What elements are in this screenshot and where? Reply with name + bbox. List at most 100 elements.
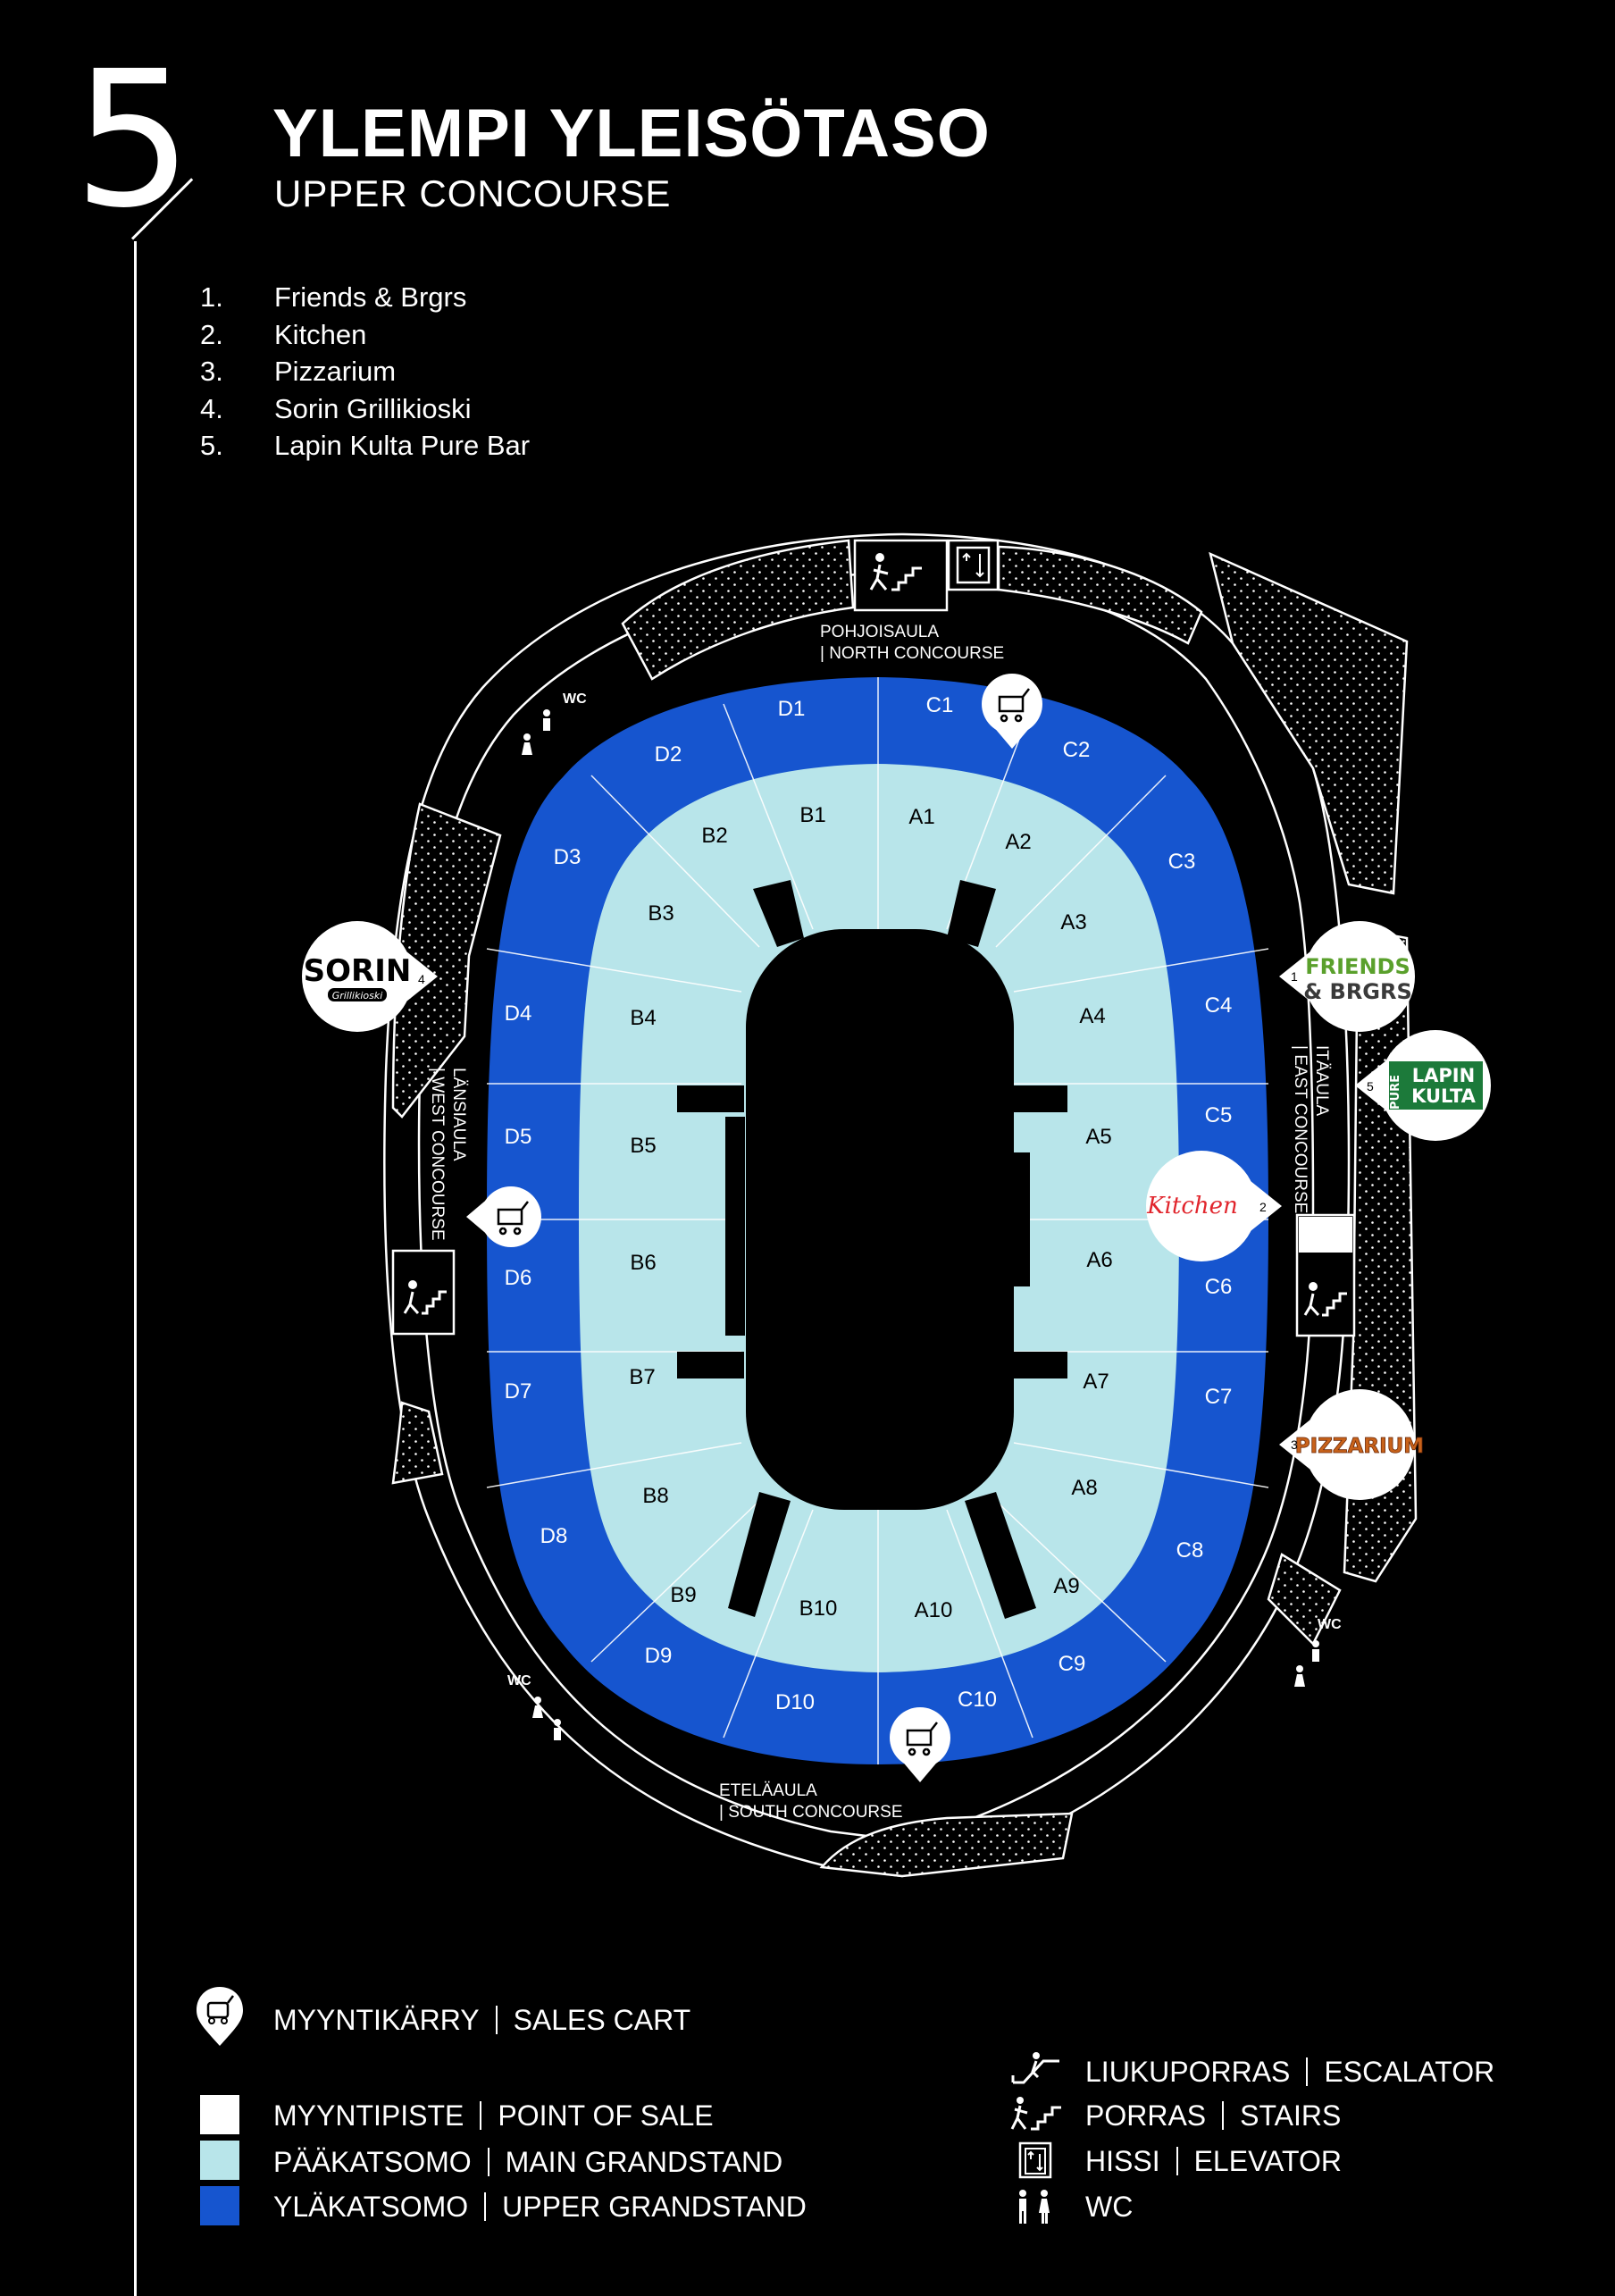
pizzarium-logo-text: PIZZARIUM [1295, 1435, 1424, 1458]
sales-cart-marker[interactable] [982, 674, 1042, 749]
north-concourse-label-en: | NORTH CONCOURSE [820, 644, 1004, 663]
section-label-d4: D4 [505, 1001, 532, 1026]
vendor-item: 5.Lapin Kulta Pure Bar [200, 430, 531, 461]
section-label-c2: C2 [1063, 738, 1091, 762]
legend-pos-swatch [200, 2095, 239, 2134]
lapin-logo-text: LAPIN [1412, 1065, 1475, 1086]
section-label-d1: D1 [778, 697, 806, 721]
friends-logo-text: FRIENDS [1305, 954, 1410, 979]
section-label-d5: D5 [505, 1125, 532, 1149]
section-label-c10: C10 [958, 1688, 997, 1712]
section-label-b7: B7 [629, 1365, 655, 1389]
sales-cart-marker[interactable] [890, 1707, 950, 1782]
west-concourse-label-en: | WEST CONCOURSE [428, 1068, 447, 1241]
section-label-d7: D7 [505, 1379, 532, 1404]
escalator-icon [1009, 2050, 1063, 2092]
section-label-c8: C8 [1176, 1538, 1204, 1563]
lapin-logo-side: PURE [1389, 1075, 1402, 1110]
legend-wc: WC [1085, 2191, 1134, 2223]
north-stairs-icon [853, 539, 949, 612]
section-label-b10: B10 [799, 1596, 838, 1621]
page-title: YLEMPI YLEISÖTASO [272, 96, 991, 172]
kitchen-badge-number: 2 [1259, 1200, 1267, 1214]
section-label-a8: A8 [1071, 1476, 1097, 1500]
pizzarium-badge-number: 3 [1291, 1437, 1298, 1452]
section-label-c1: C1 [926, 693, 954, 717]
sorin-logo-subtext: Grillikioski [332, 990, 383, 1001]
vendor-item: 2.Kitchen [200, 318, 367, 350]
vendor-item: 3.Pizzarium [200, 356, 397, 387]
section-label-a4: A4 [1079, 1004, 1105, 1028]
friends-logo-subtext: & BRGRS [1303, 979, 1412, 1004]
section-label-c4: C4 [1205, 993, 1233, 1018]
legend-main-swatch [200, 2141, 239, 2180]
section-label-b6: B6 [630, 1251, 656, 1275]
wc-label: WC [563, 691, 587, 707]
vendor-badge-pizzarium[interactable]: PIZZARIUM 3 [1279, 1389, 1425, 1500]
cart-icon [497, 1201, 529, 1236]
section-label-b9: B9 [670, 1583, 696, 1607]
section-label-d9: D9 [645, 1644, 673, 1668]
section-label-b2: B2 [701, 824, 727, 848]
south-concourse-label-en: | SOUTH CONCOURSE [719, 1803, 903, 1822]
building-outline [383, 532, 1351, 1878]
lapin-logo-subtext: KULTA [1411, 1085, 1477, 1107]
sidebar-line [134, 241, 137, 2296]
section-label-d2: D2 [655, 742, 682, 767]
section-label-b8: B8 [642, 1484, 668, 1508]
section-label-a1: A1 [908, 805, 934, 829]
section-label-a2: A2 [1005, 830, 1031, 854]
wc-label: WC [1318, 1617, 1342, 1632]
east-concourse-label-en: | EAST CONCOURSE [1291, 1045, 1310, 1213]
section-label-b4: B4 [630, 1006, 656, 1030]
section-label-a6: A6 [1086, 1248, 1112, 1272]
section-label-b1: B1 [799, 803, 825, 827]
vendor-item: 4.Sorin Grillikioski [200, 392, 472, 424]
vendor-badge-friends[interactable]: FRIENDS & BRGRS 1 [1279, 921, 1415, 1032]
legend-sales-cart-icon [195, 1985, 245, 2052]
section-label-a3: A3 [1060, 910, 1086, 934]
sorin-logo-text: SORIN [304, 953, 412, 989]
cart-icon [998, 688, 1030, 723]
east-concourse-label-fi: ITÄAULA [1312, 1045, 1331, 1117]
cart-icon [906, 1722, 938, 1756]
section-label-a7: A7 [1083, 1370, 1109, 1394]
wc-icons [522, 709, 1319, 1740]
section-label-b5: B5 [630, 1134, 656, 1158]
page-subtitle: UPPER CONCOURSE [274, 172, 672, 214]
section-label-b3: B3 [648, 901, 674, 926]
vendor-badge-sorin[interactable]: SORIN Grillikioski 4 [302, 921, 438, 1032]
section-label-d10: D10 [775, 1690, 815, 1714]
kitchen-logo-text: Kitchen [1146, 1193, 1238, 1219]
vendor-badge-lapin-kulta[interactable]: PURE LAPIN KULTA 5 [1355, 1030, 1491, 1141]
vendor-list: 1.Friends & Brgrs 2.Kitchen 3.Pizzarium … [200, 279, 530, 465]
section-label-d3: D3 [554, 845, 582, 869]
tunnels [677, 880, 1067, 1619]
wc-icon [1012, 2189, 1057, 2231]
sorin-badge-number: 4 [418, 972, 425, 986]
stairs-icon [1009, 2095, 1063, 2139]
legend-upper-swatch [200, 2186, 239, 2225]
sales-cart-marker[interactable] [466, 1186, 541, 1247]
south-concourse-label-fi: ETELÄAULA [719, 1781, 817, 1800]
friends-badge-number: 1 [1291, 969, 1298, 984]
vendor-badge-kitchen[interactable]: Kitchen 2 [1146, 1151, 1282, 1261]
west-concourse-label-fi: LÄNSIAULA [449, 1068, 468, 1161]
north-concourse-label-fi: POHJOISAULA [820, 623, 939, 641]
section-label-c9: C9 [1059, 1652, 1086, 1676]
wc-label: WC [507, 1673, 531, 1688]
west-stairs-icon [391, 1249, 456, 1336]
section-label-c3: C3 [1168, 850, 1196, 874]
lapin-badge-number: 5 [1367, 1079, 1374, 1094]
section-label-a9: A9 [1053, 1574, 1079, 1598]
section-label-a5: A5 [1085, 1125, 1111, 1149]
level-number: 5 [73, 30, 193, 249]
section-labels: A1A2A3A4A5A6A7A8A9A10B10B9B8B7B6B5B4B3B2… [505, 693, 1233, 1714]
